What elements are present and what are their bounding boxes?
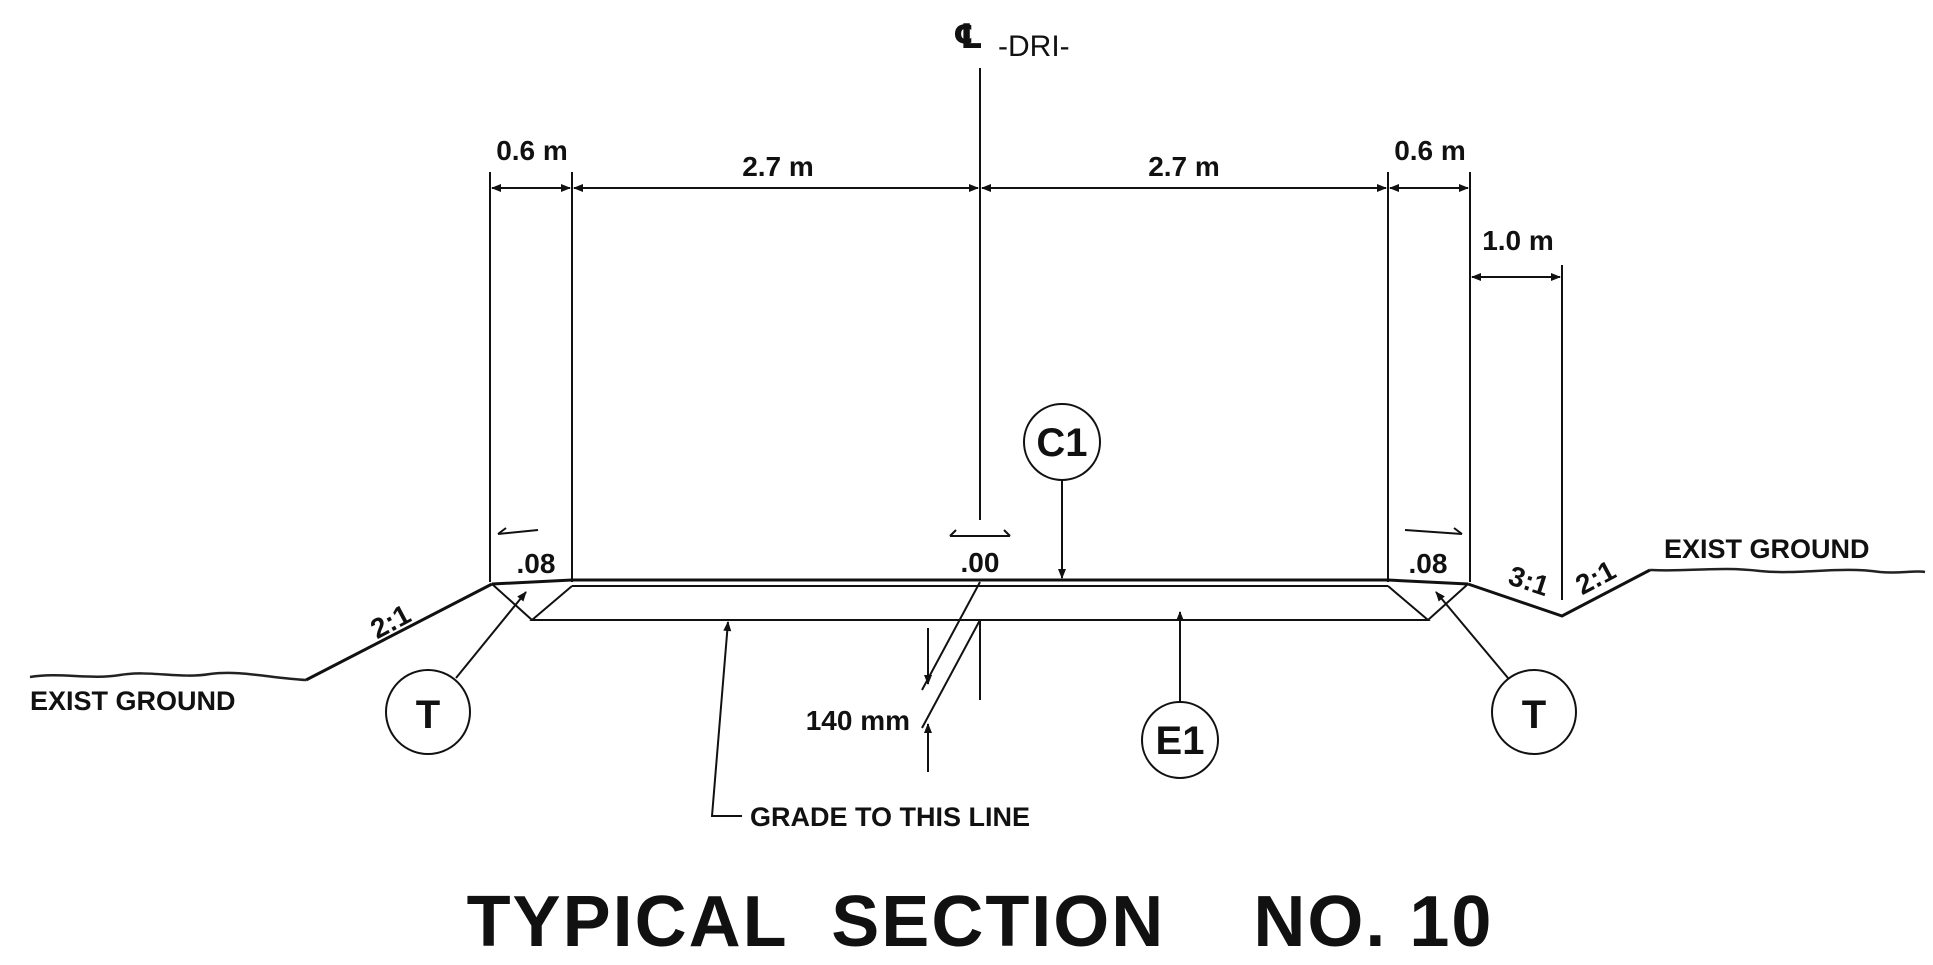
exist-ground-left-line [29, 671, 307, 682]
slope-center-label: .00 [961, 547, 1000, 578]
right-foreslope [1467, 568, 1651, 618]
shoulder-left-wedge [491, 583, 533, 621]
slope-right-shoulder: .08 [1404, 527, 1463, 579]
slope-left-shoulder: .08 [497, 527, 556, 579]
callout-t-right: T [1435, 591, 1577, 755]
callout-t-left: T [385, 591, 527, 755]
exist-ground-right-label: EXIST GROUND [1664, 534, 1870, 564]
left-fill-slope [305, 582, 493, 682]
slope-right-foreslope-label: 3:1 [1505, 560, 1553, 602]
subgrade-outline [529, 585, 1431, 621]
centerline-symbol: ℄ [953, 18, 983, 56]
depth-leader-diagonal-1 [921, 581, 981, 691]
depth-label: 140 mm [806, 705, 910, 736]
centerline-label: -DRI- [998, 30, 1070, 63]
dim-right-lane: 2.7 m [1148, 151, 1220, 182]
callout-c1-label: C1 [1036, 421, 1087, 465]
callout-t-left-label: T [416, 693, 440, 737]
grade-leader [710, 621, 742, 817]
slope-left-fill-label: 2:1 [365, 598, 415, 644]
depth-leader-diagonal-2 [921, 619, 981, 729]
dim-left-shoulder: 0.6 m [496, 135, 568, 166]
shoulder-right-wedge [1427, 583, 1469, 621]
callout-t-right-label: T [1522, 693, 1546, 737]
callout-e1-label: E1 [1156, 719, 1205, 763]
drawing-title: TYPICAL SECTION NO. 10 [467, 882, 1494, 962]
dim-ditch: 1.0 m [1482, 225, 1554, 256]
exist-ground-left-label: EXIST GROUND [30, 686, 236, 716]
slope-right-shoulder-label: .08 [1409, 548, 1448, 579]
dim-right-shoulder: 0.6 m [1394, 135, 1466, 166]
slope-right-backslope-label: 2:1 [1570, 554, 1620, 600]
exist-ground-right-line [1649, 567, 1926, 574]
callout-e1: E1 [1141, 611, 1219, 779]
callout-c1: C1 [1023, 403, 1101, 579]
slope-center: .00 [949, 529, 1011, 578]
dim-left-lane: 2.7 m [742, 151, 814, 182]
roadway-top-surface [491, 578, 1469, 586]
slope-left-shoulder-label: .08 [517, 548, 556, 579]
grade-line-label: GRADE TO THIS LINE [750, 802, 1030, 832]
